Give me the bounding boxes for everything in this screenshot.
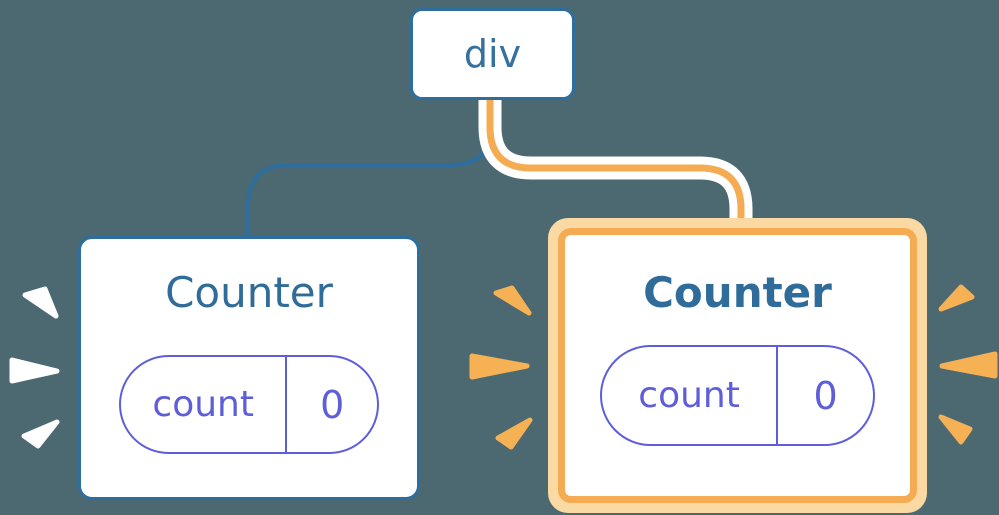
node-counter-right-highlight-ring: Counter count 0 [548, 218, 927, 513]
node-counter-right: Counter count 0 [558, 228, 917, 503]
edge-div-to-left-counter [246, 96, 494, 244]
node-counter-left: Counter count 0 [78, 236, 420, 500]
burst-wedge [938, 414, 973, 445]
counter-right-title: Counter [643, 268, 832, 317]
state-key: count [121, 357, 288, 452]
edge-div-to-right-counter [486, 96, 745, 226]
burst-wedge [493, 285, 532, 316]
state-value: 0 [813, 373, 838, 418]
burst-wedge [9, 357, 60, 384]
burst-wedge [469, 353, 530, 380]
state-value: 0 [320, 382, 345, 427]
burst-left-counter-icon [9, 286, 60, 449]
burst-wedge [939, 351, 998, 379]
edge-div-to-right-counter-casing [478, 96, 753, 226]
burst-wedge [938, 284, 975, 312]
counter-left-state-pill: count 0 [119, 355, 379, 454]
burst-wedge [495, 417, 533, 450]
burst-right-counter-right-icon [938, 284, 998, 445]
state-key: count [602, 347, 779, 444]
burst-wedge [22, 286, 59, 319]
node-div: div [410, 8, 575, 100]
counter-left-title: Counter [165, 268, 333, 317]
counter-right-state-pill: count 0 [600, 345, 875, 446]
burst-wedge [21, 419, 60, 449]
burst-right-counter-left-icon [469, 285, 533, 450]
node-div-label: div [463, 32, 522, 76]
